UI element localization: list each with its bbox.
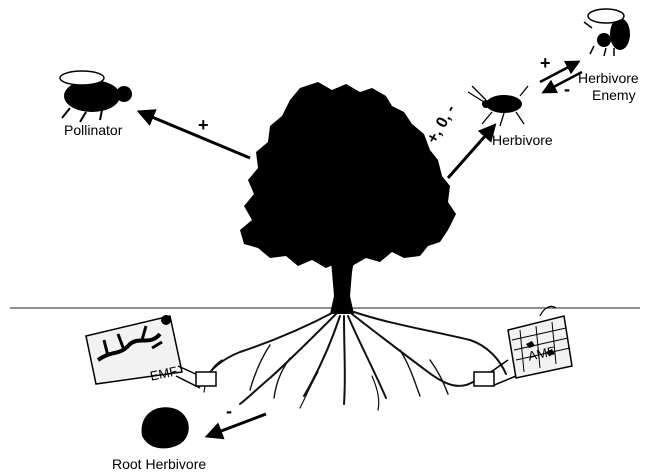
tree-icon (240, 82, 456, 314)
sign-enemy-to-herbivore: - (564, 80, 570, 98)
label-herbivore: Herbivore (492, 132, 553, 148)
arrow-tree-to-root-herbivore (208, 414, 266, 436)
grub-icon (142, 407, 189, 448)
arrow-tree-to-herbivore (448, 126, 494, 178)
label-herbivore-enemy-line2: Enemy (592, 87, 636, 103)
sign-herbivore-to-enemy: + (540, 54, 551, 72)
wasp-icon (584, 9, 630, 56)
sign-tree-to-root-herbivore: - (226, 402, 232, 420)
bee-icon (60, 71, 132, 122)
aphid-icon (468, 86, 528, 126)
label-root-herbivore: Root Herbivore (112, 456, 206, 472)
label-herbivore-enemy-line1: Herbivore (578, 70, 639, 86)
arrow-enemy-to-herbivore (544, 72, 582, 92)
root-system (202, 312, 506, 410)
arbuscular-mycorrhizal-fungi-icon (474, 306, 572, 386)
label-pollinator: Pollinator (64, 122, 122, 138)
sign-tree-to-pollinator: + (198, 116, 209, 134)
arrow-tree-to-pollinator (140, 112, 250, 158)
